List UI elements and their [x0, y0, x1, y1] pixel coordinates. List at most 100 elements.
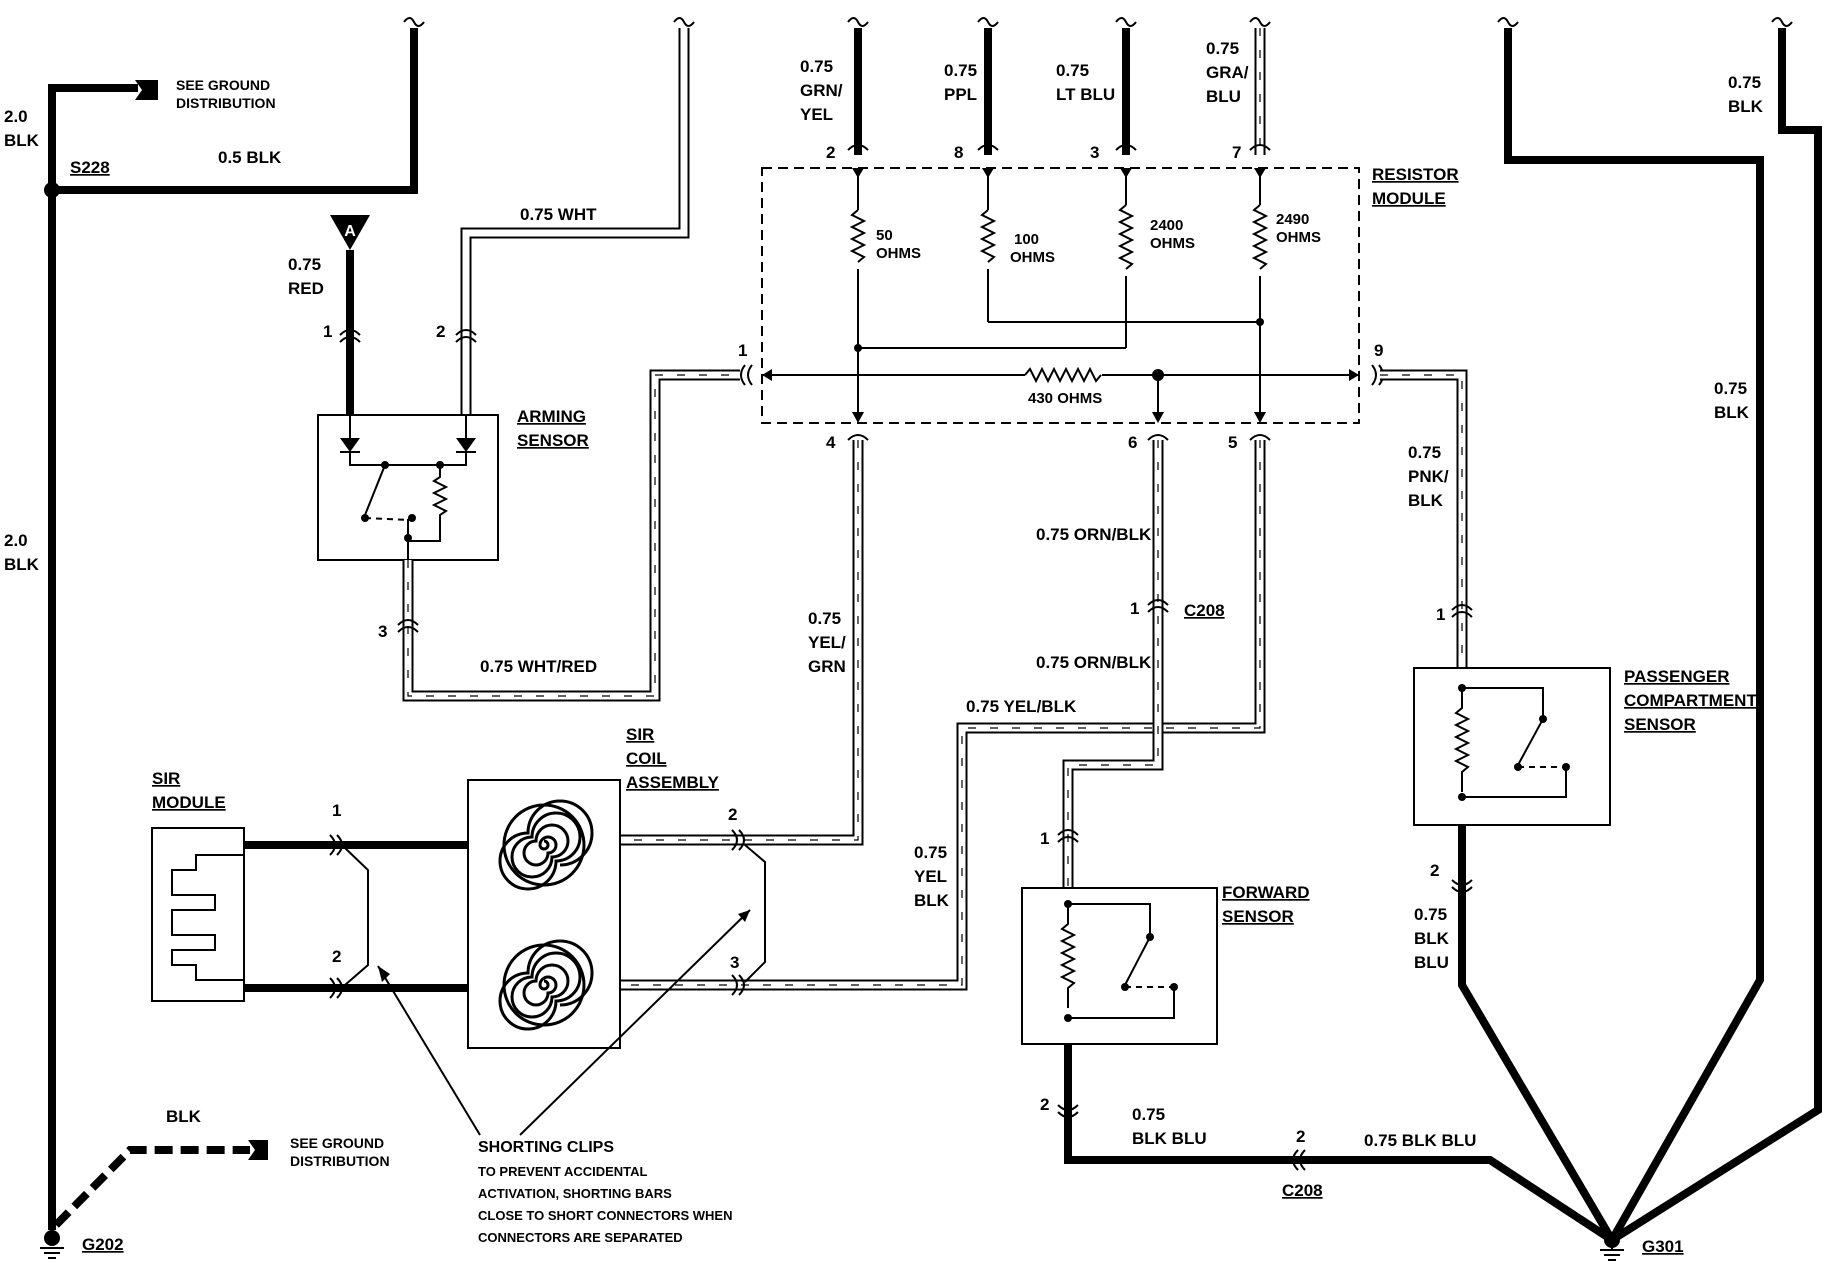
- passenger-resistor-icon: [1453, 688, 1471, 792]
- label-r2490-2: OHMS: [1276, 229, 1321, 246]
- label-orn-blk-2: 0.75 ORN/BLK: [1036, 653, 1152, 672]
- left-ground-wiring: [40, 17, 425, 1259]
- wire-break-icon: [673, 17, 695, 27]
- label-yel-grn-2: YEL/: [808, 633, 846, 652]
- label-pin-res-5: 5: [1228, 433, 1237, 452]
- label-ppl-2: PPL: [944, 85, 977, 104]
- label-grablu-3: BLU: [1206, 87, 1241, 106]
- pnk-blk-wire: [1380, 369, 1473, 668]
- label-see-ground-bot-1: SEE GROUND: [290, 1135, 384, 1151]
- label-blk-blu-h: 0.75 BLK BLU: [1364, 1131, 1476, 1150]
- label-r100-1: 100: [1014, 231, 1039, 248]
- sir-module: [151, 827, 468, 1002]
- label-sir-module-1: SIR: [152, 769, 180, 788]
- label-see-ground-top-2: DISTRIBUTION: [176, 95, 276, 111]
- label-pin-top-7: 7: [1232, 143, 1241, 162]
- label-blk-right-2: BLK: [1728, 97, 1764, 116]
- label-r100-2: OHMS: [1010, 249, 1055, 266]
- label-shorting-5: CONNECTORS ARE SEPARATED: [478, 1230, 683, 1245]
- label-ppl-1: 0.75: [944, 61, 977, 80]
- label-forward-2: SENSOR: [1222, 907, 1294, 926]
- forward-sensor-box: [1021, 887, 1218, 1045]
- resistor-430-icon: [1024, 366, 1102, 384]
- label-blk-mid-1: 2.0: [4, 531, 28, 550]
- label-pnk-blk-3: BLK: [1408, 491, 1444, 510]
- passenger-sensor-box: [1413, 667, 1611, 826]
- sir-coil-box: [467, 779, 621, 1049]
- label-see-ground-bot-2: DISTRIBUTION: [290, 1153, 390, 1169]
- label-ltblu-1: 0.75: [1056, 61, 1089, 80]
- label-forward-1: FORWARD: [1222, 883, 1310, 902]
- label-c208-bottom: C208: [1282, 1181, 1323, 1200]
- label-pin-arming-2: 2: [436, 322, 445, 341]
- connector-icon: [339, 329, 361, 336]
- passenger-compartment-sensor: [1413, 667, 1616, 1243]
- label-pnk-blk-2: PNK/: [1408, 467, 1449, 486]
- label-c208-top: C208: [1184, 601, 1225, 620]
- label-pin-fwd-1: 1: [1040, 829, 1049, 848]
- label-grn-yel-2: GRN/: [800, 81, 843, 100]
- label-grablu-2: GRA/: [1206, 63, 1249, 82]
- text-labels: SEE GROUND DISTRIBUTION 2.0 BLK S228 0.5…: [4, 39, 1764, 1256]
- label-r2490-1: 2490: [1276, 211, 1309, 228]
- label-yel-blk-v2: YEL: [914, 867, 947, 886]
- label-blk-blu-fwd-1: 0.75: [1132, 1105, 1165, 1124]
- label-pass-1: PASSENGER: [1624, 667, 1730, 686]
- label-blk-top-2: BLK: [4, 131, 40, 150]
- label-shorting-2: TO PREVENT ACCIDENTAL: [478, 1164, 648, 1179]
- label-pin-res-4: 4: [826, 433, 836, 452]
- label-blk-blu-pass-3: BLU: [1414, 953, 1449, 972]
- label-pin-sir-2: 2: [332, 947, 341, 966]
- label-sir-module-2: MODULE: [152, 793, 226, 812]
- label-blk-bottom: BLK: [166, 1107, 202, 1126]
- forward-resistor-icon: [1059, 904, 1077, 1008]
- label-resistor-1: RESISTOR: [1372, 165, 1459, 184]
- label-blk-top-1: 2.0: [4, 107, 28, 126]
- right-ground-wiring: [1497, 17, 1822, 1261]
- label-wht: 0.75 WHT: [520, 205, 597, 224]
- label-yel-grn-1: 0.75: [808, 609, 841, 628]
- ground-g202-icon: [40, 1230, 64, 1259]
- label-r50-2: OHMS: [876, 245, 921, 262]
- shorting-clips-callout: [377, 909, 751, 1136]
- label-shorting-4: CLOSE TO SHORT CONNECTORS WHEN: [478, 1208, 732, 1223]
- label-blk-blu-pass-1: 0.75: [1414, 905, 1447, 924]
- label-r2400-2: OHMS: [1150, 235, 1195, 252]
- label-pin-fwd-2: 2: [1040, 1095, 1049, 1114]
- resistor-50-icon: [849, 209, 867, 263]
- label-yel-blk-v3: BLK: [914, 891, 950, 910]
- label-sir-coil-3: ASSEMBLY: [626, 773, 720, 792]
- label-yel-blk-h: 0.75 YEL/BLK: [966, 697, 1077, 716]
- label-pnk-blk-1: 0.75: [1408, 443, 1441, 462]
- resistor-100-icon: [979, 209, 997, 263]
- yel-blk-wire: [620, 440, 1266, 991]
- label-grablu-1: 0.75: [1206, 39, 1239, 58]
- label-pin-arming-3: 3: [378, 622, 387, 641]
- ground-g301-icon: [1600, 1232, 1624, 1261]
- label-yel-grn-3: GRN: [808, 657, 846, 676]
- label-red-2: RED: [288, 279, 324, 298]
- label-yel-blk-v1: 0.75: [914, 843, 947, 862]
- label-arming-1: ARMING: [517, 407, 586, 426]
- label-pin-coil-3: 3: [730, 953, 739, 972]
- yel-grn-wire: [620, 440, 864, 846]
- label-sir-coil-2: COIL: [626, 749, 667, 768]
- label-orn-blk-1: 0.75 ORN/BLK: [1036, 525, 1152, 544]
- forward-sensor: [1021, 887, 1615, 1244]
- label-blk-right-1: 0.75: [1728, 73, 1761, 92]
- label-pin-res-9: 9: [1374, 341, 1383, 360]
- label-pin-c208-1: 1: [1130, 599, 1139, 618]
- arming-sensor: A: [317, 17, 740, 702]
- coil-bottom-icon: [498, 939, 594, 1031]
- label-blk-05: 0.5 BLK: [218, 148, 282, 167]
- resistor-2400-icon: [1117, 204, 1135, 270]
- sir-module-box: [151, 827, 245, 1002]
- resistor-module-box: [761, 167, 1360, 424]
- label-pin-c208b-2: 2: [1296, 1127, 1305, 1146]
- label-blk-mid-2: BLK: [4, 555, 40, 574]
- label-pin-pass-2: 2: [1430, 861, 1439, 880]
- sir-coil-assembly: [467, 779, 766, 1049]
- label-s228: S228: [70, 158, 110, 177]
- label-r50-1: 50: [876, 227, 893, 244]
